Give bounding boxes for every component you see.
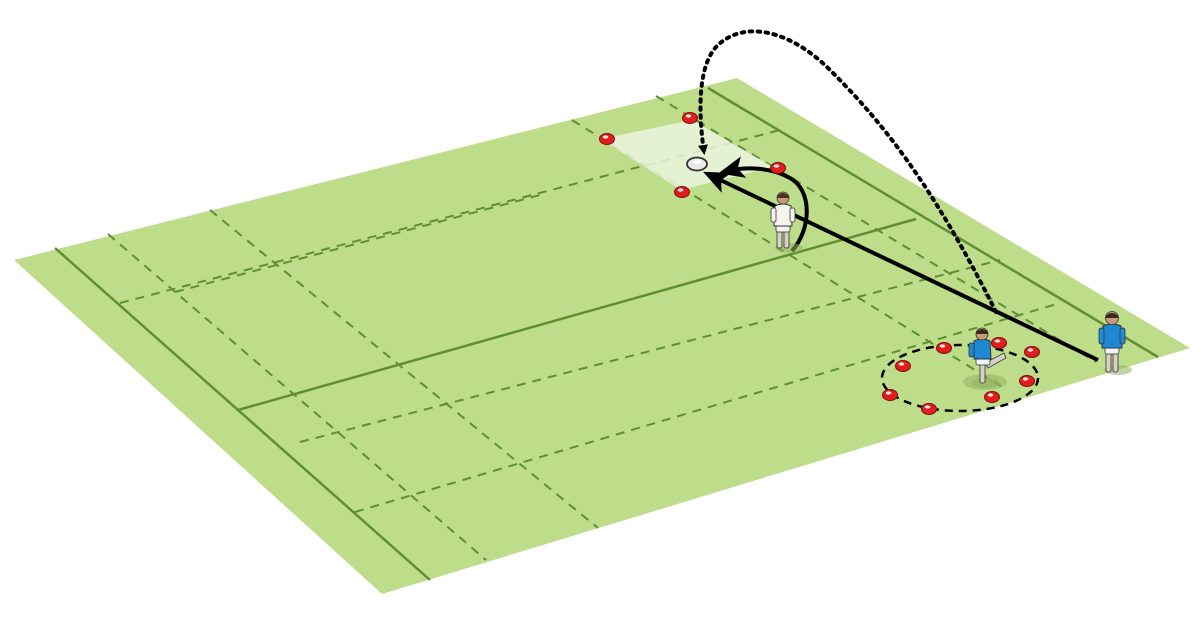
halfway-line	[237, 217, 917, 412]
kick-circle-cone	[882, 389, 898, 401]
rugby-ball	[686, 156, 708, 172]
kick-circle-cone	[1024, 346, 1040, 358]
touchline-left	[54, 247, 431, 581]
kick-circle-boundary	[880, 343, 1040, 413]
kicker-player	[968, 327, 1007, 388]
kick-circle-cone	[895, 360, 911, 372]
chaser-curve-arrow	[718, 156, 809, 253]
kick-circle-cone	[1019, 375, 1035, 387]
pitch-surface	[14, 78, 1190, 594]
kick-circle-cone	[991, 337, 1007, 349]
kick-circle-cone	[984, 391, 1000, 403]
dashed-line-15m-left	[209, 209, 599, 529]
dashed-line-10m-right	[299, 259, 1001, 443]
kick-circle-cone	[936, 342, 952, 354]
target-box-cone	[682, 112, 698, 124]
target-box-cone	[770, 162, 786, 174]
dashed-line-5m-left	[107, 233, 487, 561]
receiver-player	[1098, 311, 1132, 375]
kick-circle-cone	[921, 403, 937, 415]
dashed-line-5m-right	[655, 95, 1097, 363]
touchline-right	[707, 86, 1159, 359]
dashed-line-22-far	[354, 302, 1061, 513]
target-box-cone	[674, 186, 690, 198]
kick-flight-arrow	[698, 29, 998, 314]
defender-player	[770, 191, 803, 253]
target-box-cone	[599, 133, 615, 145]
